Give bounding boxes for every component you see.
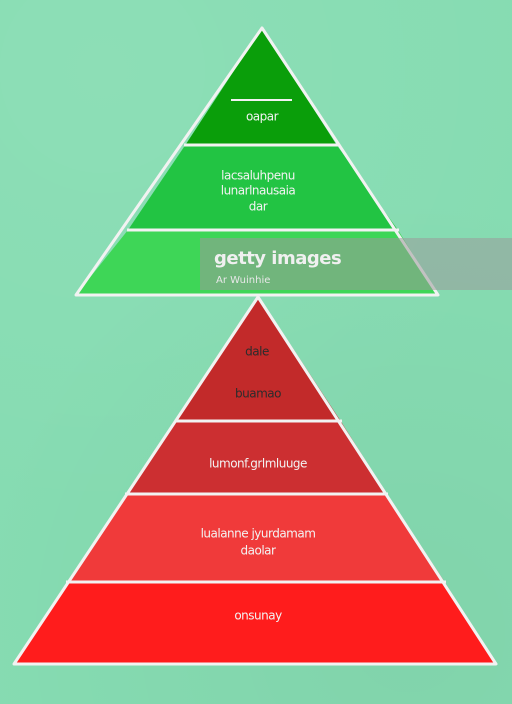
- red-tier-1: [222, 297, 294, 350]
- green-tier-2-label-line-1: lacsaluhpenu: [221, 169, 295, 183]
- red-tier-5-label: onsunay: [234, 609, 282, 623]
- green-tier-1: [186, 28, 336, 144]
- watermark: getty images Ar Wuinhie: [200, 238, 512, 290]
- red-pyramid-outline: [12, 295, 498, 666]
- green-tier-2: [128, 144, 398, 230]
- red-tier-5: [14, 581, 496, 664]
- green-tier-2-label-line-2: lunarlnausaia: [221, 184, 296, 198]
- green-tier-1-label: oapar: [246, 110, 279, 124]
- red-tier-2: [177, 350, 340, 420]
- red-tier-2-label: buamao: [235, 387, 281, 401]
- red-tier-3: [127, 420, 386, 493]
- red-tier-4-label-line-2: daolar: [241, 544, 277, 558]
- watermark-title: getty images: [214, 248, 341, 269]
- red-tier-4: [68, 493, 444, 581]
- red-tier-1-label: dale: [245, 345, 269, 359]
- green-tier-2-label-line-3: dar: [249, 200, 268, 214]
- green-pyramid-outline: [74, 26, 440, 297]
- red-pyramid: dale buamao lumonf.grlmluuge lualanne jy…: [12, 295, 498, 666]
- red-tier-4-label-line-1: lualanne jyurdamam: [201, 527, 316, 541]
- watermark-subtitle: Ar Wuinhie: [216, 275, 270, 286]
- red-tier-3-label: lumonf.grlmluuge: [209, 457, 307, 471]
- watermark-band: [200, 238, 512, 290]
